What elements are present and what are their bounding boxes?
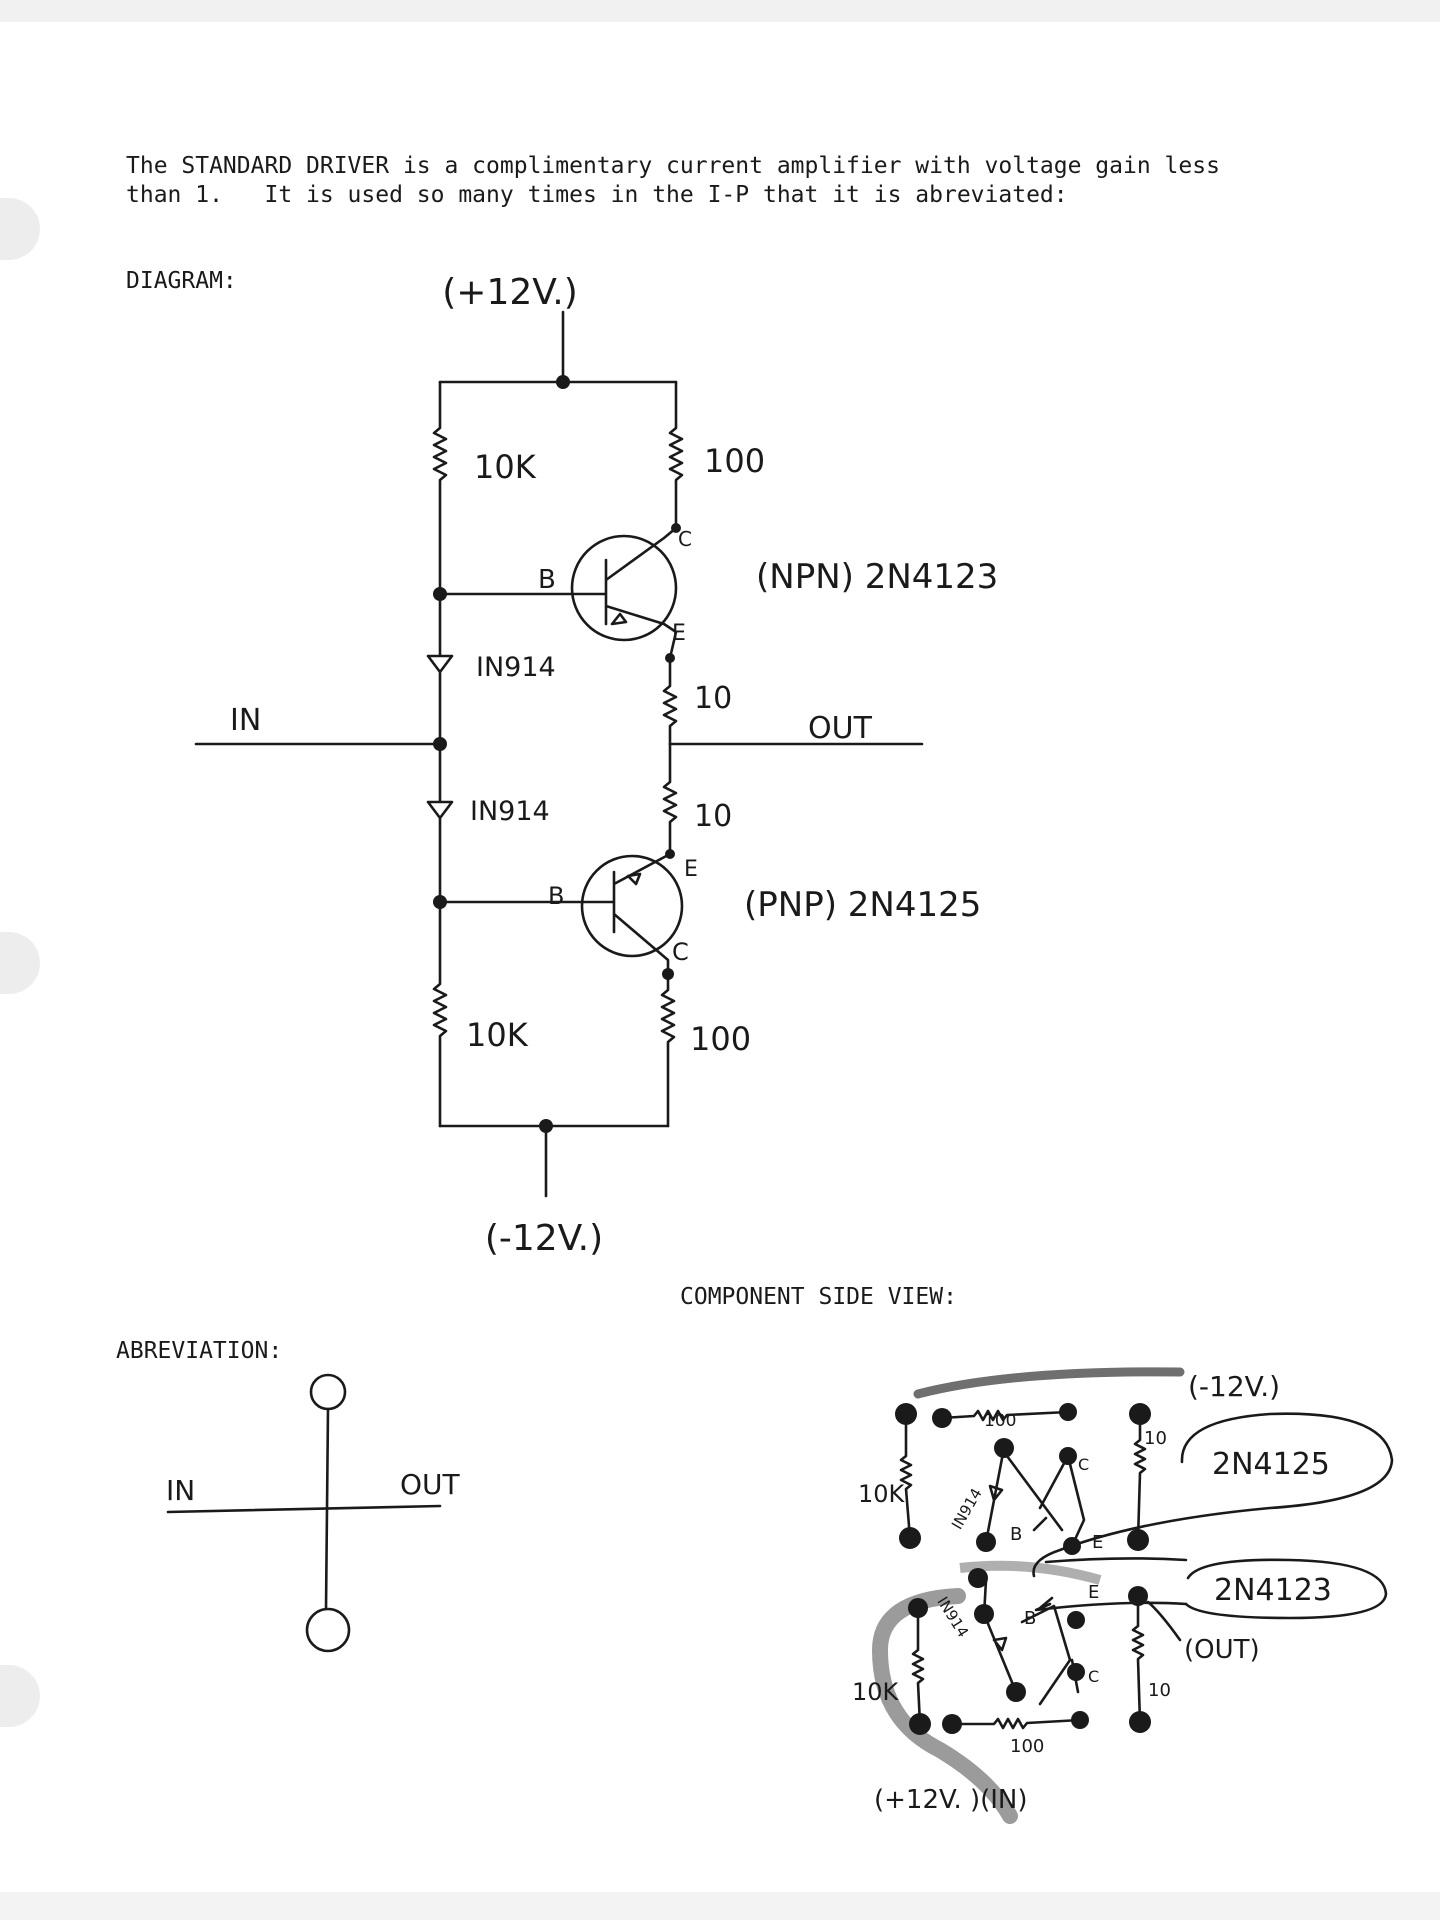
trace-plus-supply [871,1588,1018,1824]
resistor-10k-top [432,380,448,596]
diode-upper-label: IN914 [476,652,556,683]
npn-emitter-arrow [610,612,628,626]
pad [968,1568,988,1588]
abbreviation-symbol: IN OUT [166,1373,461,1653]
cv-resistor-10k-upper [899,1412,913,1540]
diagram-label: DIAGRAM: [126,268,237,294]
r-mid-upper-label: 10 [694,681,732,716]
trace-links [982,1450,1086,1706]
intro-paragraph: The STANDARD DRIVER is a complimentary c… [126,152,1220,210]
cv-r-right-lower-label: 10 [1148,1680,1171,1701]
callout-2n4123-leader [1034,1557,1188,1612]
cv-diode-lower-label: IN914 [933,1593,972,1640]
intro-line-2: than 1. It is used so many times in the … [126,182,1068,208]
diode-lower [426,742,454,904]
npn-pin-b-label: B [538,565,556,595]
resistor-100-bottom [660,972,676,1128]
pnp-transistor-label: (PNP) 2N4125 [744,885,981,925]
cv-diode-upper-label: IN914 [948,1485,986,1532]
schematic-in-label: IN [230,703,261,738]
abbrev-in-label: IN [166,1474,195,1507]
component-side-view: (-12V.) 2N4125 2N4123 (OUT) (+12V. )(IN)… [852,1367,1394,1824]
abbrev-bottom-terminal [305,1607,351,1653]
cv-pin-e-upper: E [1092,1532,1103,1553]
resistor-100-top [668,380,684,530]
trace-neg-supply [913,1367,1185,1399]
cv-out-label: (OUT) [1184,1635,1260,1665]
pnp-pin-b-label: B [548,882,564,910]
diode-upper [426,592,454,746]
cv-pin-c-upper: C [1078,1455,1089,1474]
pnp-emitter-arrow [626,872,642,886]
npn-emitter-wire [668,630,678,660]
junction-top [556,375,570,389]
npn-transistor-body [570,534,678,642]
cv-r-left-upper-label: 10K [858,1480,906,1508]
intro-line-1: The STANDARD DRIVER is a complimentary c… [126,153,1220,179]
page-edge-top [0,0,1440,22]
cv-2n4125-label: 2N4125 [1212,1447,1330,1482]
page-edge-bottom [0,1892,1440,1920]
cv-r-bottom-label: 100 [1010,1736,1044,1757]
schematic: (+12V.) 10K 100 B C E (NPN) 2N4123 IN914… [194,272,998,1259]
pad [1059,1447,1077,1465]
cv-r-top-label: 100 [984,1411,1016,1431]
callout-2n4123 [1184,1558,1388,1620]
abbrev-horizontal-line [166,1504,442,1514]
cv-pin-b-lower: B [1024,1608,1036,1629]
pad [1067,1611,1085,1629]
supply-pos-label: (+12V.) [442,272,578,313]
cv-resistor-10k-lower [911,1606,925,1726]
abbreviation-label: ABREVIATION: [116,1338,283,1364]
pnp-transistor-leads [438,852,672,976]
r-top-right-label: 100 [704,442,765,480]
pad [1067,1663,1085,1681]
cv-pin-c-lower: C [1088,1667,1099,1686]
callout-2n4125 [1032,1412,1394,1578]
cv-r-left-lower-label: 10K [852,1678,900,1706]
component-side-view-label: COMPONENT SIDE VIEW: [680,1284,957,1310]
pnp-pin-e-label: E [684,857,698,882]
cv-neg-supply-label: (-12V.) [1188,1370,1280,1403]
cv-r-right-upper-label: 10 [1144,1428,1167,1449]
cv-2n4123-label: 2N4123 [1214,1573,1332,1608]
trace-middle [959,1560,1102,1585]
diode-lower-label: IN914 [470,796,550,827]
r-bottom-right-label: 100 [690,1020,751,1058]
cv-pin-b-upper: B [1010,1524,1022,1545]
cv-resistor-100-top [940,1409,1070,1422]
cv-pin-e-lower: E [1088,1582,1099,1603]
cv-diode-upper [984,1446,1006,1544]
npn-pin-c-label: C [678,527,692,551]
cv-resistor-10-upper [1133,1412,1147,1542]
out-leader [1146,1600,1182,1642]
abbrev-out-label: OUT [400,1468,461,1501]
resistor-10k-bottom [432,900,448,1128]
junction-npn-collector [671,523,681,533]
pnp-transistor-body [580,854,684,958]
r-top-left-label: 10K [474,448,537,486]
cv-resistor-10-lower [1131,1594,1145,1724]
cv-bottom-label: (+12V. )(IN) [874,1785,1028,1815]
npn-transistor-label: (NPN) 2N4123 [756,557,998,597]
r-bottom-left-label: 10K [466,1016,529,1054]
r-mid-lower-label: 10 [694,799,732,834]
cv-resistor-100-bottom [950,1717,1082,1730]
npn-transistor-leads [438,526,678,634]
supply-neg-label: (-12V.) [485,1218,603,1259]
pnp-pin-c-label: C [672,938,689,966]
resistor-10-upper [662,656,678,746]
abbrev-top-terminal [309,1373,347,1411]
npn-pin-e-label: E [672,621,686,646]
cv-diode-lower [982,1612,1018,1694]
resistor-10-lower [662,742,678,856]
schematic-out-label: OUT [808,711,873,746]
